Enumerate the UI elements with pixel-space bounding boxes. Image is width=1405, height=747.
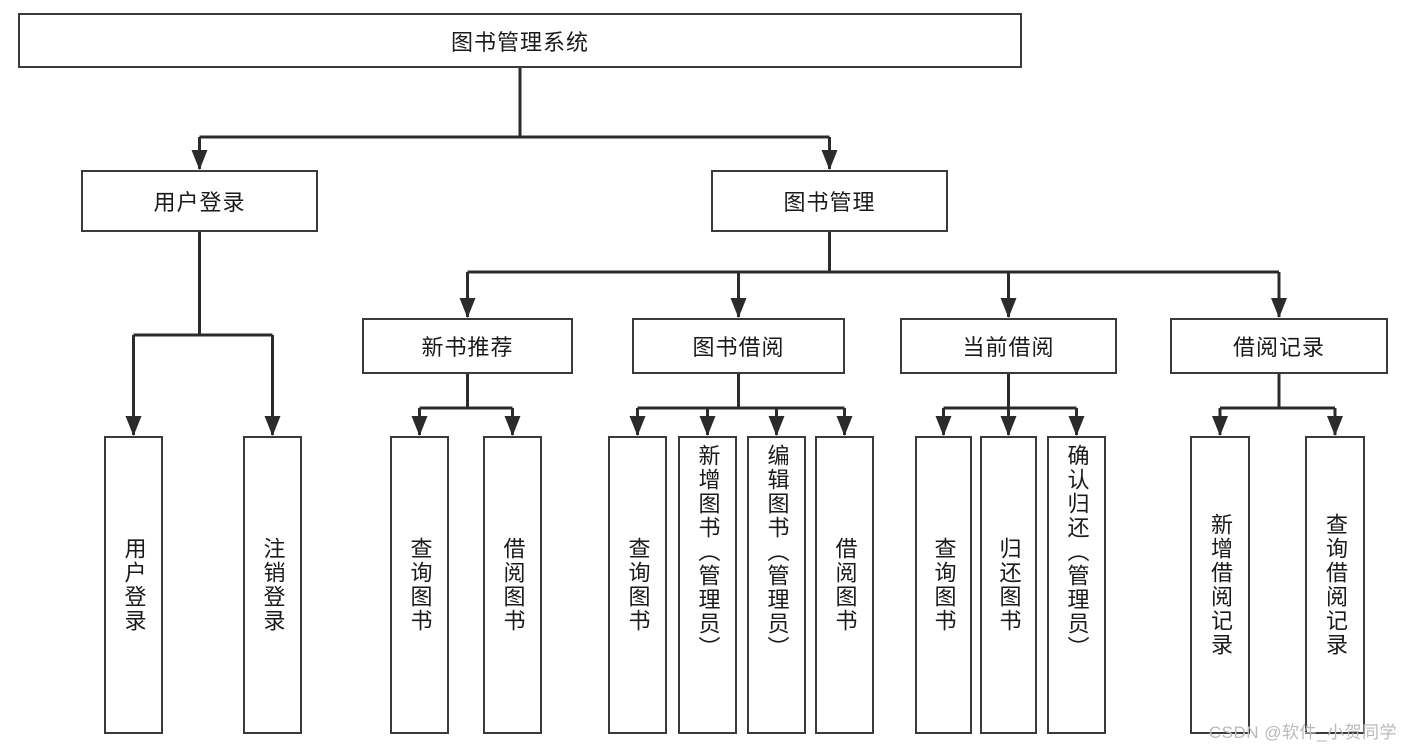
node-label: 注销登录 [260, 537, 286, 633]
node-borrow-record[interactable]: 借阅记录 [1170, 318, 1388, 374]
arrow-head-leaf-borrow-book-1 [504, 416, 521, 436]
node-user-login[interactable]: 用户登录 [81, 170, 318, 232]
node-leaf-query-book-1[interactable]: 查询图书 [390, 436, 449, 734]
arrow-head-leaf-query-book-2 [629, 416, 646, 436]
node-label: 查询图书 [931, 537, 957, 633]
node-current-borrow[interactable]: 当前借阅 [900, 318, 1117, 374]
node-new-book-recommend[interactable]: 新书推荐 [362, 318, 573, 374]
arrow-head-new-book-recommend [459, 298, 476, 318]
arrow-head-leaf-confirm-return-admin [1068, 416, 1085, 436]
node-leaf-logout-login[interactable]: 注销登录 [243, 436, 302, 734]
arrow-head-leaf-query-book-3 [935, 416, 952, 436]
node-leaf-add-book-admin[interactable]: 新增图书（管理员） [678, 436, 737, 734]
node-label: 确认归还（管理员） [1064, 444, 1090, 660]
node-leaf-add-borrow-record[interactable]: 新增借阅记录 [1190, 436, 1250, 734]
arrow-head-user-login [191, 150, 208, 170]
node-leaf-confirm-return-admin[interactable]: 确认归还（管理员） [1047, 436, 1106, 734]
node-label: 图书借阅 [692, 335, 785, 360]
node-label: 用户登录 [153, 190, 246, 215]
arrow-head-leaf-query-borrow-record [1327, 416, 1343, 436]
node-label: 归还图书 [996, 537, 1022, 633]
node-leaf-return-book[interactable]: 归还图书 [980, 436, 1037, 734]
arrow-head-leaf-return-book [1000, 416, 1017, 436]
node-leaf-edit-book-admin[interactable]: 编辑图书（管理员） [747, 436, 806, 734]
node-leaf-borrow-book-1[interactable]: 借阅图书 [483, 436, 542, 734]
node-label: 新增借阅记录 [1208, 513, 1233, 657]
arrow-head-borrow-record [1271, 298, 1287, 318]
node-label: 新书推荐 [421, 335, 514, 360]
node-leaf-query-book-2[interactable]: 查询图书 [608, 436, 667, 734]
node-leaf-query-borrow-record[interactable]: 查询借阅记录 [1305, 436, 1365, 734]
node-leaf-user-login[interactable]: 用户登录 [104, 436, 163, 734]
node-label: 查询图书 [407, 537, 433, 633]
arrow-head-leaf-borrow-book-2 [836, 416, 853, 436]
node-label: 用户登录 [121, 537, 147, 633]
node-root[interactable]: 图书管理系统 [18, 13, 1022, 68]
arrow-head-book-borrow [730, 298, 747, 318]
arrow-head-book-manage [821, 150, 838, 170]
node-label: 借阅图书 [500, 537, 526, 633]
node-leaf-borrow-book-2[interactable]: 借阅图书 [815, 436, 874, 734]
arrow-head-leaf-logout-login [264, 416, 281, 436]
node-book-manage[interactable]: 图书管理 [711, 170, 948, 232]
node-label: 图书管理系统 [450, 29, 589, 55]
arrow-head-leaf-query-book-1 [411, 416, 428, 436]
node-label: 借阅记录 [1232, 335, 1325, 360]
arrow-head-leaf-user-login [125, 416, 142, 436]
node-book-borrow[interactable]: 图书借阅 [632, 318, 845, 374]
arrow-head-current-borrow [1000, 298, 1017, 318]
arrow-head-leaf-add-book-admin [699, 416, 716, 436]
arrow-head-leaf-edit-book-admin [768, 416, 785, 436]
node-leaf-query-book-3[interactable]: 查询图书 [915, 436, 972, 734]
node-label: 当前借阅 [962, 335, 1055, 360]
node-label: 编辑图书（管理员） [764, 444, 790, 660]
watermark-label: CSDN @软件_小贺同学 [1208, 723, 1397, 742]
node-label: 借阅图书 [832, 537, 858, 633]
node-label: 查询图书 [625, 537, 651, 633]
node-label: 查询借阅记录 [1323, 513, 1348, 657]
node-label: 新增图书（管理员） [695, 444, 721, 660]
node-label: 图书管理 [783, 190, 876, 215]
arrow-head-leaf-add-borrow-record [1212, 416, 1228, 436]
